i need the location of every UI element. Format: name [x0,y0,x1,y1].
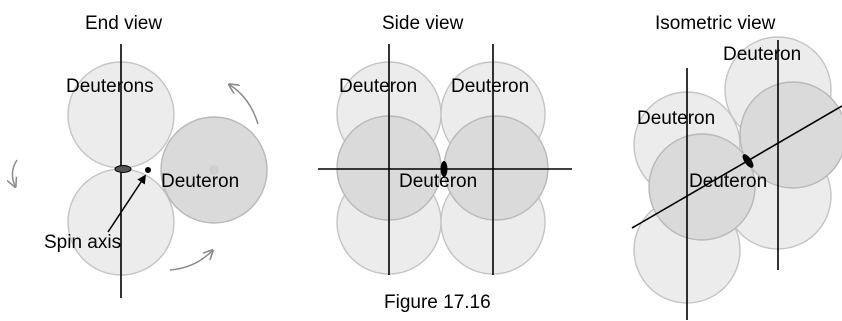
spin-axis-dot [145,167,151,173]
ball-center-mark [209,165,219,175]
iso-deuteron-left-label: Deuteron [637,108,715,129]
deuteron-right-label: Deuteron [161,171,239,192]
end-view-contact-point [114,165,132,173]
side-deuteron-center-label: Deuteron [399,171,477,192]
front-ball-right [443,115,549,221]
iso-deuteron-top-label: Deuteron [723,44,801,65]
rotation-arrow-left [12,159,18,186]
end-view-title: End view [85,13,162,34]
isometric-view-title: Isometric view [655,13,776,34]
iso-contact-point [742,154,754,168]
spin-axis-pointer [107,174,146,233]
end-view-panel: End view Deuterons Deuteron Spin axis [12,13,268,298]
rotation-arrow-bottom [169,251,212,271]
side-view-contact-point [440,161,448,177]
side-view-title: Side view [382,13,464,34]
side-deuteron-top-left-label: Deuteron [339,76,417,97]
side-view-panel: Side view Deuteron Deuteron Deuteron [318,13,572,275]
figure-caption: Figure 17.16 [384,292,491,313]
iso-spin-axis-diagonal [631,105,842,229]
side-deuteron-top-right-label: Deuteron [451,76,529,97]
spin-axis-label: Spin axis [44,232,121,253]
rotation-arrow-upper-right [230,85,259,125]
isometric-view-panel: Isometric view Deuteron Deuteron Deutero… [631,13,842,320]
iso-deuteron-center-label: Deuteron [689,171,767,192]
deuterons-label: Deuterons [66,76,154,97]
